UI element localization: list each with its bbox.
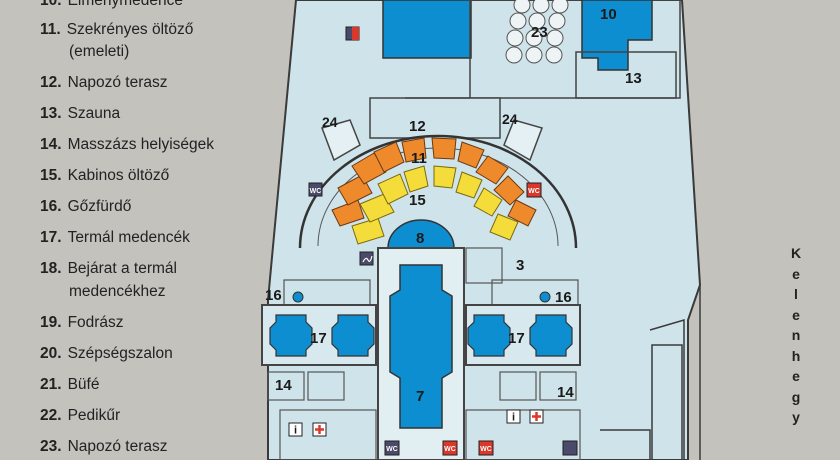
- label-10: 10: [600, 6, 617, 23]
- thermal-pool-17-right-b: [529, 314, 573, 357]
- svg-text:WC: WC: [528, 188, 540, 195]
- svg-text:WC: WC: [480, 446, 492, 453]
- legend-item-22: 22.Pedikűr: [40, 407, 121, 424]
- legend-item-20: 20.Szépségszalon: [40, 345, 173, 362]
- svg-text:i: i: [512, 412, 515, 424]
- wc-icon-bottom-b: WC: [442, 440, 458, 456]
- wc-icon-bottom-d: [562, 440, 578, 456]
- legend-item-11-cont: (emeleti): [69, 43, 130, 60]
- first-aid-icon-left: [312, 422, 327, 437]
- pool-7: [389, 264, 453, 429]
- svg-text:WC: WC: [444, 446, 456, 453]
- label-14-right: 14: [557, 384, 574, 401]
- street-letter: l: [794, 286, 798, 302]
- terrace-12-hall: [369, 97, 501, 139]
- legend-item-11: 11.Szekrényes öltöző: [40, 21, 194, 38]
- legend-item-12: 12.Napozó terasz: [40, 74, 168, 91]
- label-7: 7: [416, 388, 424, 405]
- street-letter: K: [790, 245, 802, 261]
- thermal-pool-17-right-a: [467, 314, 511, 357]
- wc-icon-top: [345, 26, 360, 41]
- label-3: 3: [516, 257, 524, 274]
- legend-item-17: 17.Termál medencék: [40, 229, 190, 246]
- label-8: 8: [416, 230, 424, 247]
- legend-item-18: 18.Bejárat a termál: [40, 260, 177, 277]
- label-24-left: 24: [322, 114, 338, 130]
- label-16-right: 16: [555, 289, 572, 306]
- wc-icon-bottom-a: WC: [384, 440, 400, 456]
- legend-item-14: 14.Masszázs helyiségek: [40, 136, 215, 153]
- corner-tower-left: [321, 119, 361, 162]
- wc-icon-right: WC: [526, 182, 542, 198]
- svg-text:WC: WC: [386, 446, 398, 453]
- first-aid-icon-right: [529, 409, 544, 424]
- cabins-15: [351, 165, 519, 245]
- locker-rooms-11: [331, 137, 537, 227]
- street-letter: e: [792, 265, 800, 282]
- street-letter: h: [791, 347, 801, 364]
- wc-icon-bottom-c: WC: [478, 440, 494, 456]
- svg-text:i: i: [294, 425, 297, 437]
- top-terrace-block: [469, 0, 681, 99]
- thermal-pool-17-left-b: [331, 314, 375, 357]
- info-icon-left: i: [288, 422, 303, 437]
- label-12: 12: [409, 118, 426, 135]
- street-letter: e: [792, 368, 800, 384]
- sun-terrace-23-loungers: [505, 0, 569, 64]
- pool-10-adventure: [382, 0, 472, 59]
- label-15: 15: [409, 192, 426, 209]
- street-letter: n: [791, 327, 801, 343]
- label-16-left: 16: [265, 287, 282, 304]
- street-letter: e: [792, 306, 800, 323]
- thermal-pool-17-left-a: [269, 314, 313, 357]
- wc-icon-left: WC: [308, 182, 323, 197]
- legend-item-15: 15.Kabinos öltöző: [40, 167, 170, 184]
- legend-item-21: 21.Büfé: [40, 376, 100, 393]
- legend-item-13: 13.Szauna: [40, 105, 121, 122]
- steam-icon: [359, 251, 374, 266]
- pool-8: [387, 219, 455, 249]
- street-letter: g: [791, 388, 801, 405]
- label-17-left: 17: [310, 330, 327, 347]
- label-11: 11: [411, 150, 427, 167]
- map-legend: 10.Élményme­dence 11.Szekrényes öltöző (…: [0, 0, 265, 460]
- legend-item-16: 16.Gőzfürdő: [40, 198, 132, 215]
- label-14-left: 14: [275, 377, 292, 394]
- label-24-right: 24: [502, 111, 518, 127]
- legend-item-23: 23.Napozó terasz: [40, 438, 168, 455]
- sauna-13-room: [575, 51, 677, 99]
- legend-item-19: 19.Fodrász: [40, 314, 124, 331]
- svg-text:WC: WC: [310, 188, 322, 195]
- street-letter: y: [792, 409, 800, 425]
- label-23: 23: [531, 24, 548, 41]
- label-17-right: 17: [508, 330, 525, 347]
- info-icon-right: i: [506, 409, 521, 424]
- legend-item-18-cont: medencékhez: [69, 283, 166, 300]
- corner-tower-right: [503, 119, 543, 162]
- label-13: 13: [625, 70, 642, 87]
- legend-item-10: 10.Élményme­dence: [40, 0, 184, 9]
